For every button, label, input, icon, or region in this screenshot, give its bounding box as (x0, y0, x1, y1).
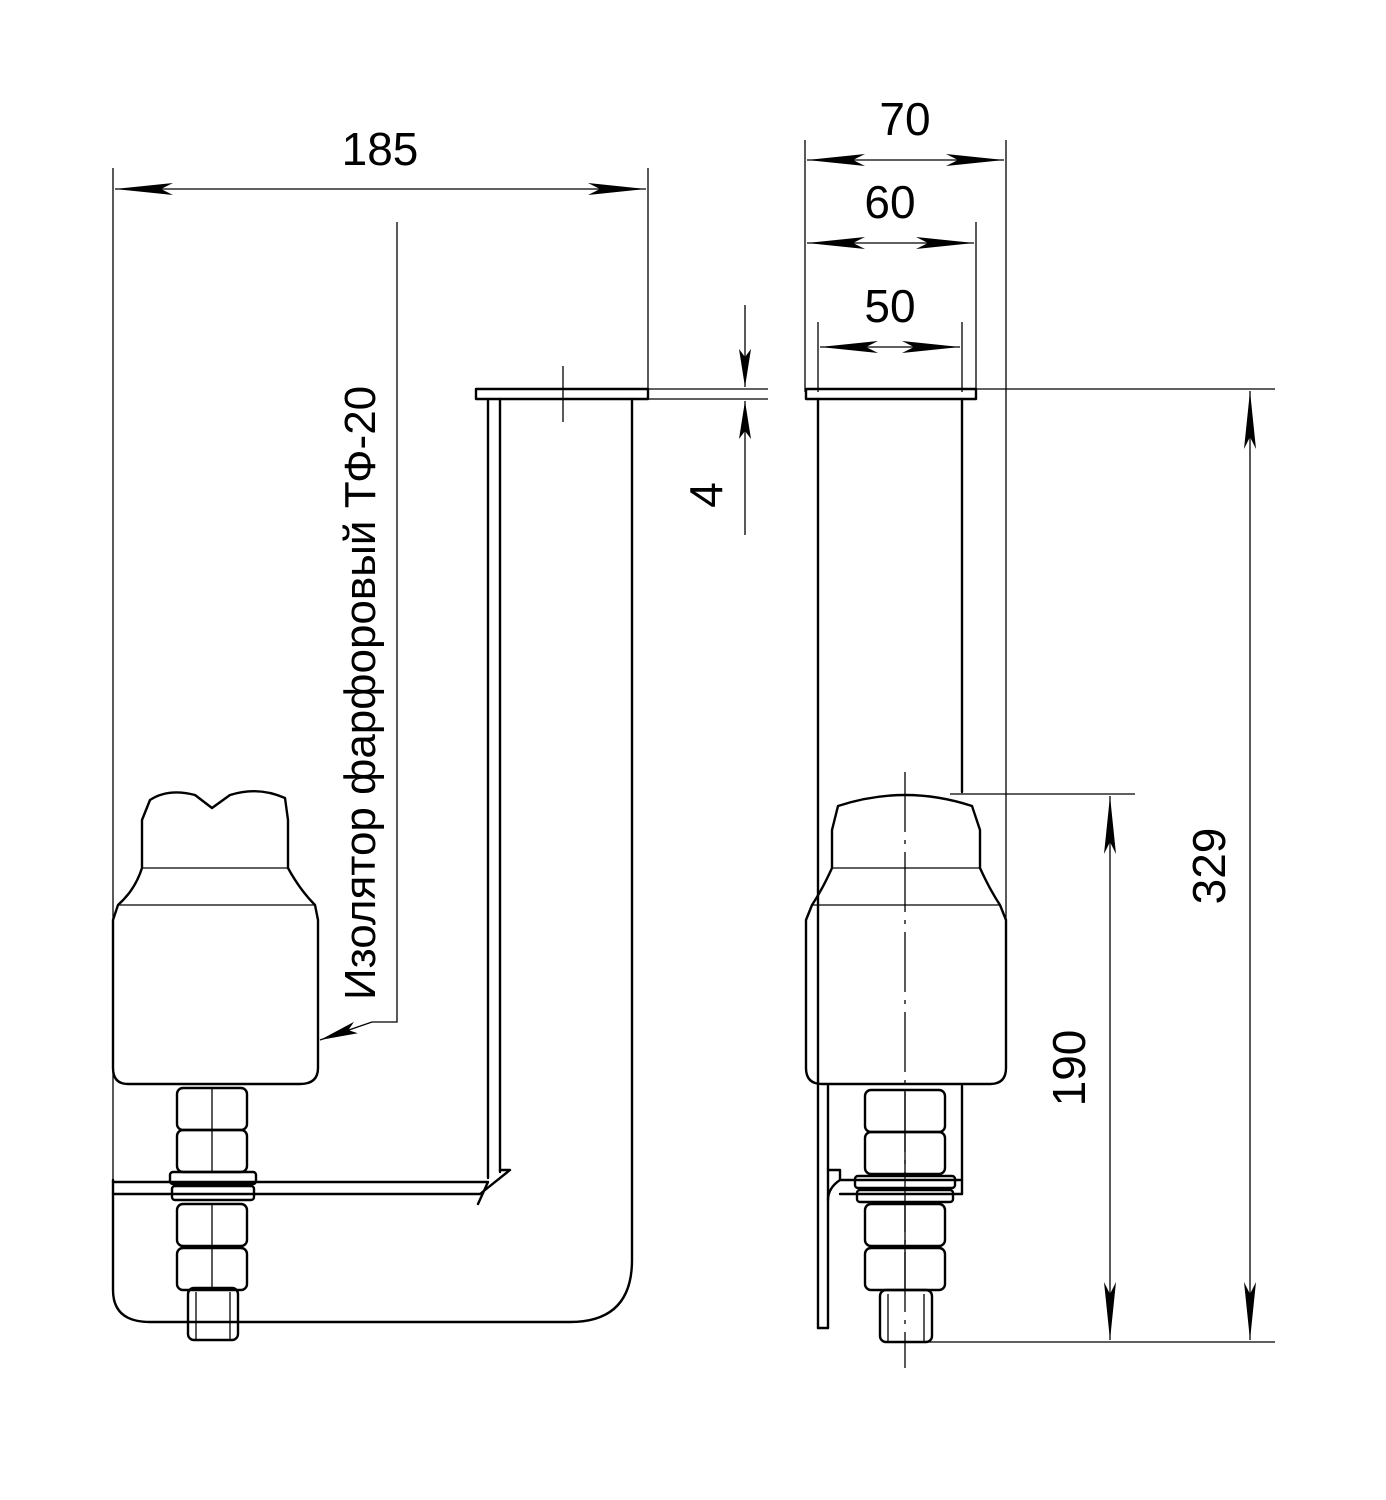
front-shelf (111, 1168, 512, 1206)
insulator-callout-label: Изолятор фарфоровый ТФ-20 (336, 386, 385, 1000)
dim-185: 185 (112, 123, 649, 1180)
front-view: Изолятор фарфоровый ТФ-20 185 4 (111, 123, 768, 1342)
dim-4-label: 4 (680, 482, 732, 508)
side-shelf (826, 1168, 964, 1202)
front-top-plate (474, 387, 650, 401)
front-back-strip (111, 397, 634, 1324)
dim-70: 70 (804, 93, 1007, 920)
dim-60: 60 (807, 176, 977, 392)
dim-60-label: 60 (864, 176, 915, 228)
dim-329-label: 329 (1183, 828, 1235, 905)
front-bolt (186, 1286, 240, 1342)
dim-50-label: 50 (864, 280, 915, 332)
front-washer-lower (170, 1184, 256, 1202)
dim-50: 50 (817, 280, 963, 392)
dim-185-label: 185 (342, 123, 419, 175)
dim-190: 190 (905, 793, 1275, 1343)
dim-70-label: 70 (879, 93, 930, 145)
front-lower-nuts (175, 1202, 249, 1292)
side-insulator (804, 793, 1008, 1086)
side-view: 70 60 50 190 329 (804, 93, 1275, 1368)
dim-4: 4 (648, 305, 768, 535)
side-bolt (878, 1288, 934, 1344)
callout-leader (372, 222, 398, 1023)
front-insulator (111, 790, 320, 1086)
callout-arrow (319, 1021, 373, 1041)
front-upper-nuts (175, 1086, 249, 1174)
dim-329: 329 (976, 388, 1275, 1340)
dim-190-label: 190 (1043, 1030, 1095, 1107)
side-top-plate (804, 387, 978, 401)
